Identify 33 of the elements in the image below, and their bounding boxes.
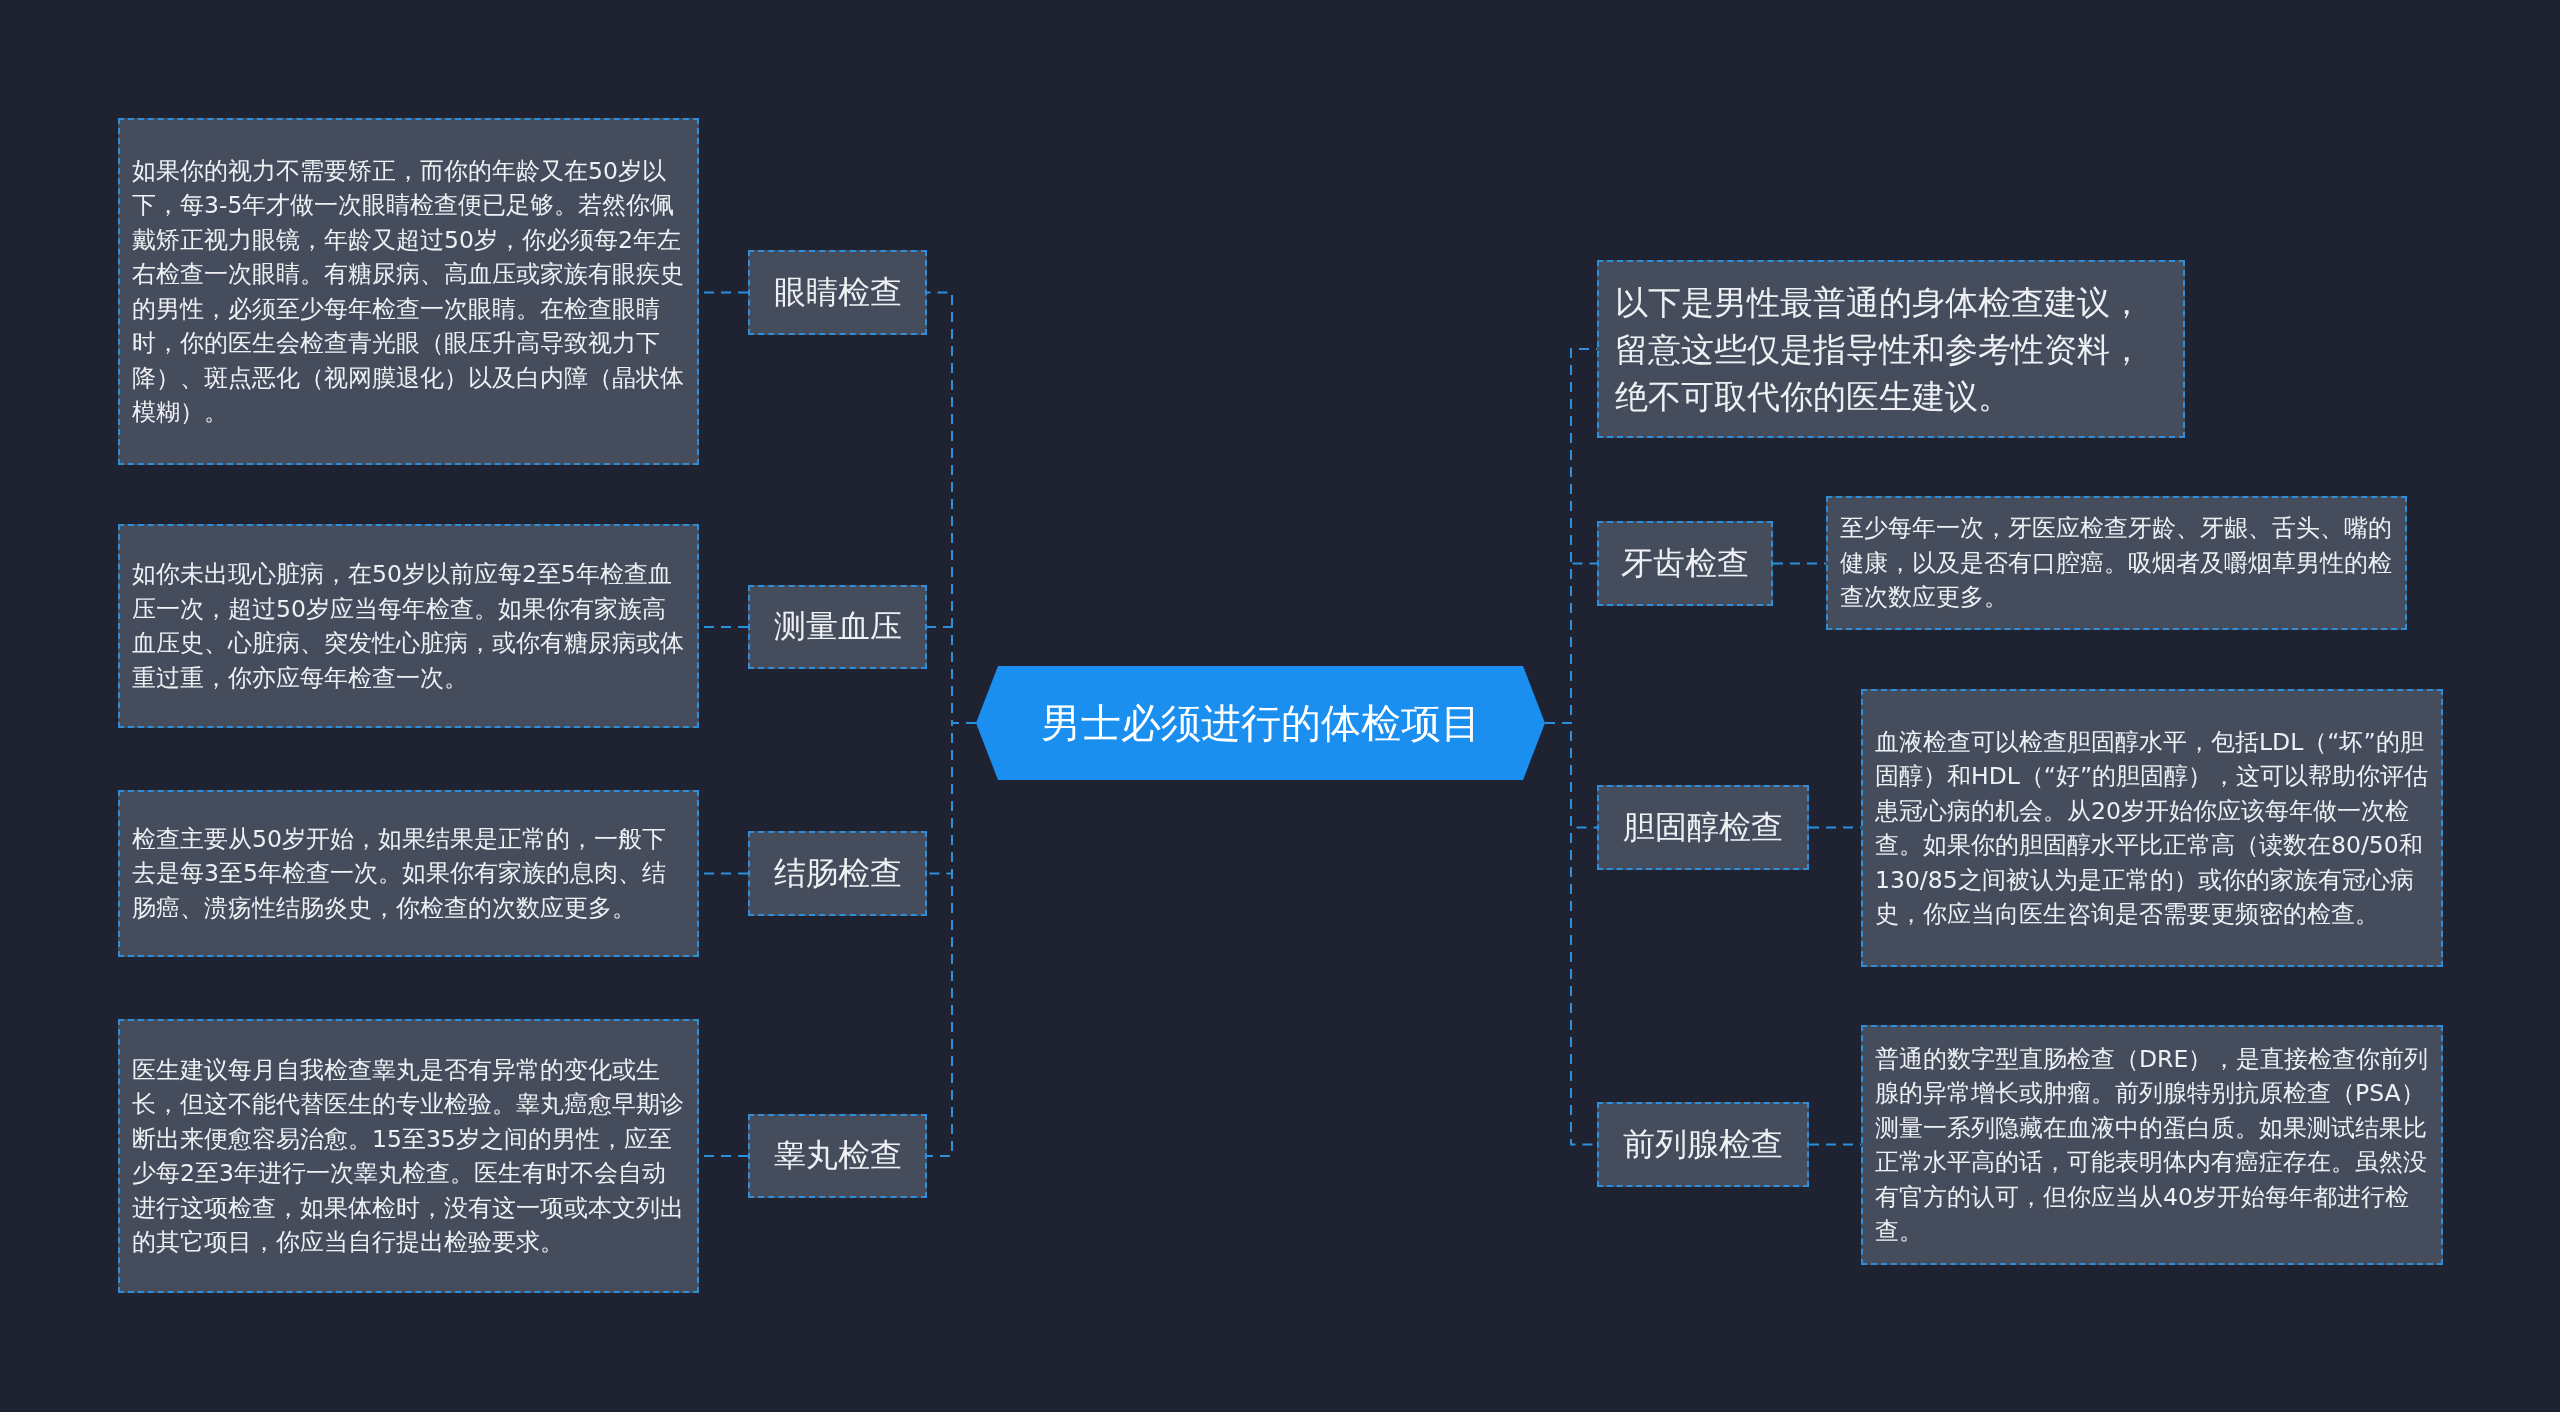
note-box [118,118,699,465]
central-topic [976,666,1545,780]
note-box [118,524,699,728]
note-box [118,790,699,957]
topic-box [1597,1102,1809,1187]
topic-box [1597,521,1773,606]
node-text: 如你未出现心脏病，在50岁以前应每2至5年检查血压一次，超过50岁应当每年检查。如果你有家族高血压史、心脏病、突发性心脏病，或你有糖尿病或体重过重，你亦应每年检查一次。 [132,559,685,694]
topic-box [748,1114,927,1198]
node-text: 如果你的视力不需要矫正，而你的年龄又在50岁以下，每3-5年才做一次眼睛检查便已足够。若然你佩戴矫正视力眼镜，年龄又超过50岁，你必须每2年左右检查一次眼睛。有糖尿病、高血压或家族有眼疾史的男性，必须至少每年检查一次眼睛。在检查眼睛时，你的医生会检查青光眼（眼压升高导致视力下降）、斑点恶化（视网膜退化）以及白内障（晶状体模糊）。 [132,155,685,428]
topic-box [748,250,927,335]
topic-box [1597,785,1809,870]
connector [1772,562,1827,565]
node-text: 胆固醇检查 [1623,806,1783,848]
node-text: 血液检查可以检查胆固醇水平，包括LDL（“坏”的胆固醇）和HDL（“好”的胆固醇），这可以帮助你评估患冠心病的机会。从20岁开始你应该每年做一次检查。如果你的胆固醇水平比正常高（读数在80/50和130/85之间被认为是正常的）或你的家族有冠心病史，你应当向医生咨询是否需要更频密的检查。 [1875,726,2429,930]
node-text: 结肠检查 [773,852,902,894]
note-box [1861,1025,2443,1265]
node-text: 普通的数字型直肠检查（DRE），是直接检查你前列腺的异常增长或肿瘤。前列腺特别抗原检查（PSA）测量一系列隐藏在血液中的蛋白质。如果测试结果比正常水平高的话，可能表明体内有癌症存在。虽然没有官方的认可，但你应当从40岁开始每年都进行检查。 [1875,1043,2429,1247]
node-text: 至少每年一次，牙医应检查牙龄、牙龈、舌头、嘴的健康，以及是否有口腔癌。吸烟者及嚼烟草男性的检查次数应更多。 [1840,513,2393,614]
node-text: 男士必须进行的体检项目 [1040,698,1481,748]
topic-box [748,831,927,916]
node-text: 医生建议每月自我检查睾丸是否有异常的变化或生长，但这不能代替医生的专业检验。睾丸癌愈早期诊断出来便愈容易治愈。15至35岁之间的男性，应至少每2至3年进行一次睾丸检查。医生有时不会自动进行这项检查，如果体检时，没有这一项或本文列出的其它项目，你应当自行提出检验要求。 [132,1054,685,1258]
node-text: 睾丸检查 [773,1135,902,1176]
node-text: 以下是男性最普通的身体检查建议，留意这些仅是指导性和参考性资料，绝不可取代你的医生建议。 [1615,281,2144,418]
node-text: 检查主要从50岁开始，如果结果是正常的，一般下去是每3至5年检查一次。如果你有家族的息肉、结肠癌、溃疡性结肠炎史，你检查的次数应更多。 [132,823,667,924]
note-box [118,1019,699,1293]
note-box [1826,496,2407,630]
node-text: 眼睛检查 [773,271,902,313]
node-text: 前列腺检查 [1623,1123,1783,1165]
node-text: 测量血压 [773,606,902,647]
topic-box [748,585,927,669]
note-box [1597,260,2185,438]
node-text: 牙齿检查 [1621,542,1749,584]
note-box [1861,689,2443,967]
